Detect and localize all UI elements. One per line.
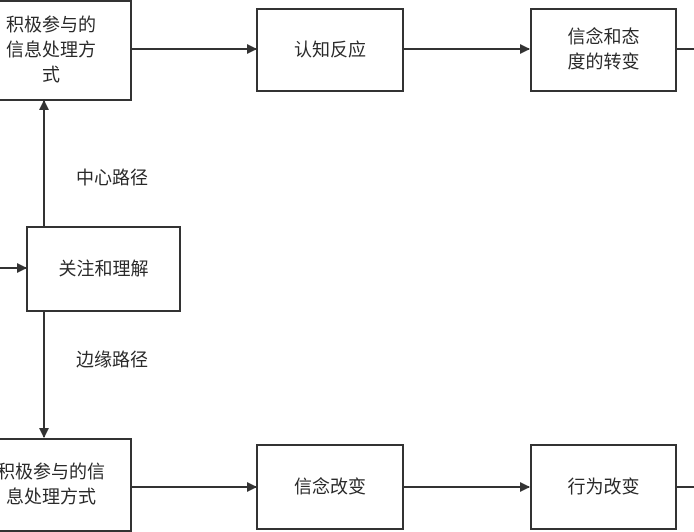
central-route-label: 中心路径 (76, 168, 148, 189)
node-active-processing-top-line3: 式 (42, 65, 60, 86)
peripheral-route-label: 边缘路径 (76, 350, 148, 371)
node-attention-understanding: 关注和理解 (26, 226, 181, 312)
node-belief-change: 信念改变 (256, 444, 404, 530)
node-active-processing-top-line1: 积极参与的 (6, 15, 96, 36)
node-behavior-change-label: 行为改变 (567, 476, 640, 498)
node-cognitive-response-label: 认知反应 (294, 39, 366, 61)
node-attention-understanding-label: 关注和理解 (58, 258, 149, 280)
node-cognitive-response: 认知反应 (256, 8, 404, 92)
node-behavior-change: 行为改变 (530, 444, 677, 530)
node-active-processing-bottom-line1: 积极参与的信 (0, 462, 105, 483)
node-active-processing-bottom-line2: 息处理方式 (6, 487, 96, 508)
node-active-processing-bottom: 积极参与的信 息处理方式 (0, 438, 132, 532)
node-active-processing-top-line2: 信息处理方 (6, 40, 96, 61)
node-belief-change-label: 信念改变 (294, 476, 366, 498)
node-belief-attitude-change-line1: 信念和态 (567, 27, 640, 48)
node-active-processing-top: 积极参与的 信息处理方 式 (0, 0, 132, 101)
node-belief-attitude-change-line2: 度的转变 (567, 52, 640, 73)
node-belief-attitude-change: 信念和态 度的转变 (530, 8, 677, 92)
